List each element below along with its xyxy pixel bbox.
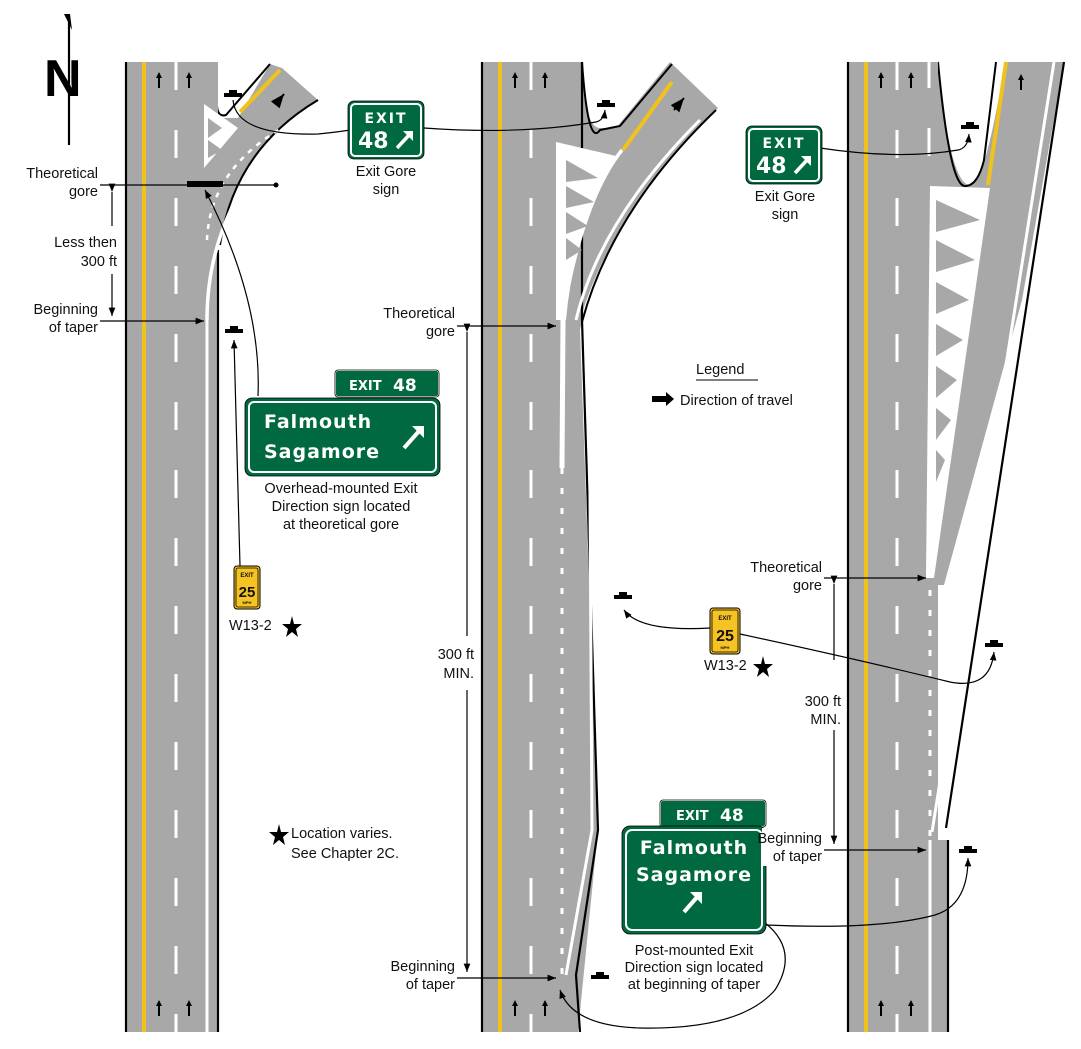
p2-beginning-taper-line1: Beginning [391,959,456,975]
overhead-caption-line1: Overhead-mounted Exit [264,481,417,497]
panel-2-road [480,61,718,1033]
footnote-line2: See Chapter 2C. [291,846,399,862]
p1-plaque-speed: 25 [239,584,256,601]
overhead-caption-line2: Direction sign located [272,499,411,515]
p3-distance-line2: MIN. [810,712,841,728]
post-caption-line2: Direction sign located [625,960,764,976]
p3-gore-word: EXIT [762,136,805,152]
post-arrow-icon [682,894,700,914]
p3-asterisk-icon [753,656,773,677]
speed-plaque-panel-3: EXIT 25 MPH [709,607,741,655]
p3-plaque-word: EXIT [718,616,732,622]
exit-gore-sign-panel-2: EXIT 48 [347,100,425,160]
post-caption-line3: at beginning of taper [628,977,760,993]
p2-distance-line2: MIN. [443,666,474,682]
post-line1: Falmouth [640,837,748,859]
p2-distance-line1: 300 ft [438,647,474,663]
p1-plaque-word: EXIT [240,573,254,579]
post-line2: Sagamore [636,864,752,886]
post-exit-direction-sign: EXIT 48 Falmouth Sagamore [621,799,767,935]
overhead-line2: Sagamore [264,441,380,463]
p2-gore-number: 48 [358,129,389,154]
p3-w13-label: W13-2 [704,658,747,674]
panel-3-annotations: Theoretical gore 300 ft MIN. Beginning o… [614,122,1003,927]
p2-beginning-taper-line2: of taper [406,977,455,993]
p1-beginning-taper-line2: of taper [49,320,98,336]
p2-theoretical-gore-line1: Theoretical [383,306,455,322]
p1-theoretical-gore-line2: gore [69,184,98,200]
p1-distance-line1: Less then [54,235,117,251]
post-tab-word: EXIT [676,809,709,824]
p1-distance-line2: 300 ft [81,254,117,270]
post-caption-line1: Post-mounted Exit [635,943,753,959]
p3-plaque-speed: 25 [716,628,734,645]
p3-gore-caption-line2: sign [772,207,799,223]
p3-gore-arrow-icon [793,157,810,175]
north-arrow: N [44,14,82,145]
legend-title: Legend [696,362,744,378]
panel-1-annotations: Theoretical gore Less then 300 ft Beginn… [26,90,351,567]
overhead-line1: Falmouth [264,411,372,433]
overhead-arrow-icon [402,428,422,450]
p1-beginning-taper-line1: Beginning [34,302,99,318]
p2-gore-caption-line2: sign [373,182,400,198]
post-tab-number: 48 [720,806,744,826]
legend-direction: Direction of travel [680,393,793,409]
p3-gore-number: 48 [756,154,787,179]
p3-distance-line1: 300 ft [805,694,841,710]
panel-1-road [124,62,319,1032]
p3-plaque-units: MPH [721,645,730,650]
p3-gore-caption-line1: Exit Gore [755,189,815,205]
p2-gore-caption-line1: Exit Gore [356,164,416,180]
p3-beginning-taper-line1: Beginning [758,831,823,847]
overhead-exit-direction-sign: EXIT 48 Falmouth Sagamore [244,369,441,477]
asterisk-icon [282,616,302,637]
p2-theoretical-gore-line2: gore [426,324,455,340]
panel-3-road [846,60,1066,1032]
direction-arrow-icon [652,392,674,406]
p1-w13-label: W13-2 [229,618,272,634]
p3-theoretical-gore-line2: gore [793,578,822,594]
legend: Legend Direction of travel [652,362,793,409]
footnote-asterisk-icon [269,824,289,845]
p3-beginning-taper-line2: of taper [773,849,822,865]
speed-plaque-panel-1: EXIT 25 MPH [233,565,261,610]
overhead-tab-number: 48 [393,376,417,396]
exit-gore-sign-panel-3: EXIT 48 [745,125,823,185]
footnote-line1: Location varies. [291,826,393,842]
north-label: N [44,50,82,108]
p2-gore-word: EXIT [364,111,407,127]
overhead-caption-line3: at theoretical gore [283,517,399,533]
overhead-tab-word: EXIT [349,379,382,394]
p1-plaque-units: MPH [243,600,252,605]
p1-theoretical-gore-line1: Theoretical [26,166,98,182]
p3-theoretical-gore-line1: Theoretical [750,560,822,576]
panel-2-annotations: Theoretical gore 300 ft MIN. Beginning o… [383,100,786,1029]
p2-gore-arrow-icon [395,132,412,150]
